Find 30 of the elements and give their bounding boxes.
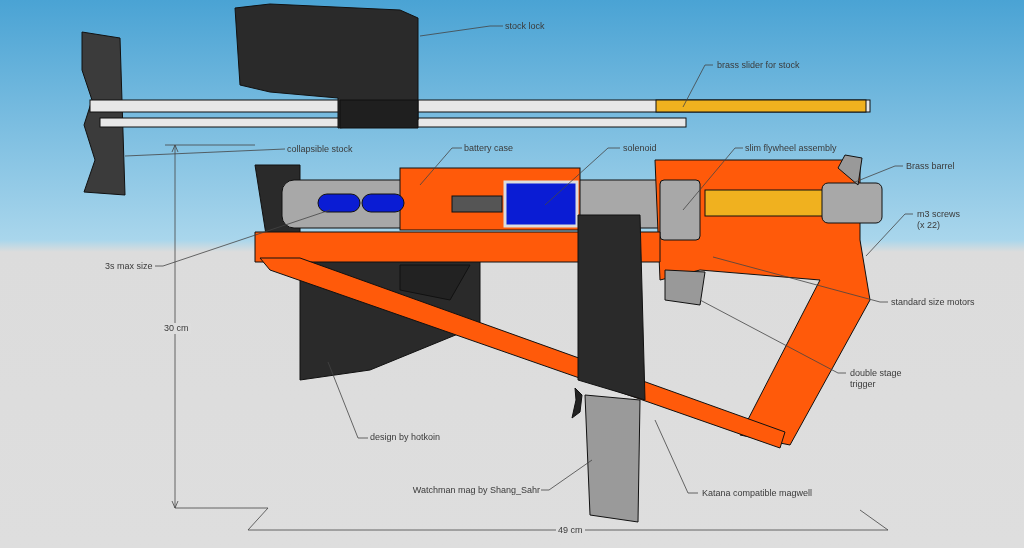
callout-label: Katana compatible magwell [702,488,852,499]
callout-label: standard size motors [891,297,981,308]
callout-label: Watchman mag by Shang_Sahr [400,485,540,496]
dimension-label: 30 cm [162,323,191,334]
leader-line [854,165,904,183]
leader-line [712,256,889,303]
callout-label: double stage trigger [850,368,920,390]
leader-line [699,299,847,374]
leader-line [419,147,463,186]
callout-label: 3s max size [105,261,165,272]
callout-label: m3 screws (x 22) [917,209,969,231]
leader-line [682,64,714,108]
leader-line [327,361,369,439]
callout-label: battery case [464,143,564,154]
leader-line [540,459,593,491]
callout-label: brass slider for stock [717,60,857,71]
callout-label: design by hotkoin [370,432,490,443]
leader-line [544,147,621,206]
leader-line [865,213,914,257]
callout-label: solenoid [623,143,703,154]
callout-label: slim flywheel assembly [745,143,885,154]
leader-line [419,25,504,37]
leader-line [154,209,331,267]
dimension-label: 49 cm [556,525,585,536]
callout-label: stock lock [505,21,625,32]
callout-label: Brass barrel [906,161,996,172]
leader-line [682,147,744,211]
leader-line [654,419,699,494]
leader-line [124,148,286,157]
callout-label: collapsible stock [287,144,407,155]
